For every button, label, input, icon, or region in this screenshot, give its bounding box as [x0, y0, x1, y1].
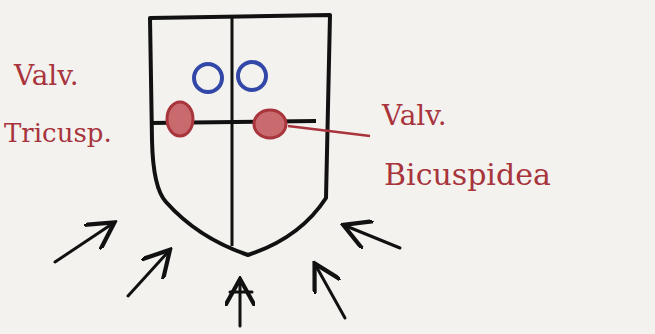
- leader-line: [288, 126, 370, 136]
- tricuspid-valve: [167, 102, 193, 136]
- pressure-arrow: [128, 252, 168, 296]
- arrow-tick: [230, 291, 252, 294]
- valve-label: Valv.: [14, 62, 79, 90]
- heart-outline: [150, 15, 330, 255]
- bicuspid-valve: [254, 110, 286, 138]
- pressure-arrow: [55, 224, 112, 262]
- pressure-arrow: [239, 282, 242, 326]
- blue-circle: [194, 64, 222, 92]
- pressure-arrow: [316, 266, 345, 318]
- valve-label: Bicuspidea: [384, 160, 551, 190]
- valve-label: Valv.: [382, 102, 447, 130]
- valve-label: Tricusp.: [4, 120, 112, 146]
- blue-circle: [238, 62, 266, 90]
- septum-line: [231, 16, 234, 246]
- pressure-arrow: [346, 226, 400, 248]
